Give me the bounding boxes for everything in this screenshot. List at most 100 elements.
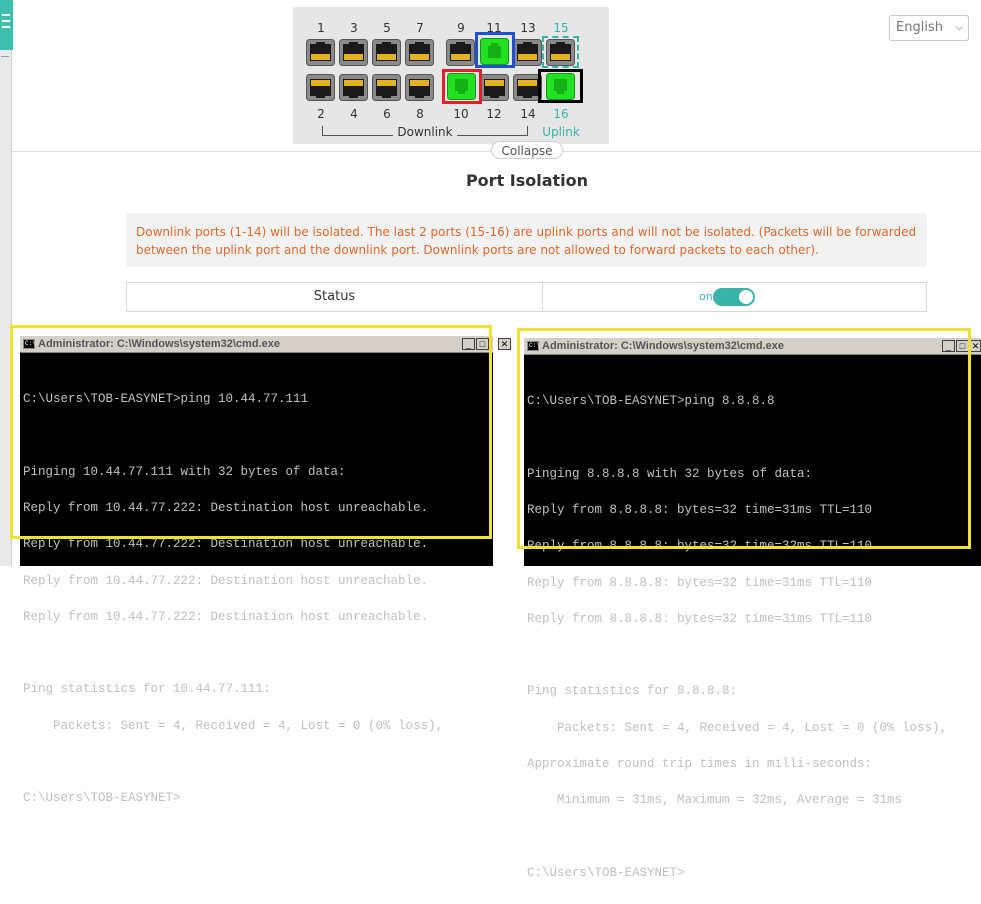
highlight-box-red: [442, 69, 482, 104]
port-11[interactable]: [480, 38, 509, 65]
ethernet-port-icon: [513, 74, 542, 101]
scrollbar-handle[interactable]: [1, 56, 9, 57]
cmd-line: Packets: Sent = 4, Received = 4, Lost = …: [23, 718, 444, 733]
cmd-line: C:\Users\TOB-EASYNET>: [23, 791, 181, 806]
highlight-box-blue: [475, 32, 515, 68]
language-select[interactable]: English ⌵: [889, 15, 969, 41]
ethernet-port-active-icon: [480, 38, 509, 65]
port-number-8: 8: [416, 107, 424, 121]
cmd-line: C:\Users\TOB-EASYNET>: [527, 865, 685, 880]
highlight-box-black: [538, 69, 583, 103]
sidebar-scrollbar[interactable]: [0, 50, 12, 566]
port-number-1: 1: [317, 21, 325, 35]
close-icon[interactable]: ✕: [970, 340, 981, 352]
cmd-line: Minimum = 31ms, Maximum = 32ms, Average …: [527, 793, 903, 808]
status-row-divider: [542, 283, 543, 311]
highlight-box-uplink-dashed: [542, 36, 579, 68]
toggle-knob: [739, 290, 753, 304]
cmd-line: Reply from 10.44.77.222: Destination hos…: [23, 501, 429, 516]
ethernet-port-icon: [339, 39, 368, 66]
port-number-10: 10: [453, 107, 469, 121]
port-number-15: 15: [553, 21, 569, 35]
highlight-frame-left: [10, 325, 492, 539]
port-13[interactable]: [513, 39, 542, 66]
port-10[interactable]: [447, 73, 476, 100]
minimize-button[interactable]: _: [462, 338, 475, 350]
cmd-icon: C:\: [23, 339, 36, 349]
port-1[interactable]: [306, 39, 335, 66]
chevron-down-icon: ⌵: [955, 22, 963, 33]
cmd-line: Reply from 8.8.8.8: bytes=32 time=31ms T…: [527, 575, 873, 590]
cmd-titlebar[interactable]: C:\ Administrator: C:\Windows\system32\c…: [20, 336, 493, 353]
port-6[interactable]: [372, 74, 401, 101]
ethernet-port-icon: [513, 39, 542, 66]
close-icon[interactable]: ✕: [498, 338, 511, 350]
hamburger-icon-bar: [2, 26, 10, 28]
ethernet-port-active-icon: [447, 73, 476, 100]
port-number-7: 7: [416, 21, 424, 35]
cmd-line: Pinging 8.8.8.8 with 32 bytes of data:: [527, 466, 813, 481]
port-16[interactable]: [546, 73, 575, 100]
port-number-6: 6: [383, 107, 391, 121]
port-3[interactable]: [339, 39, 368, 66]
cmd-titlebar[interactable]: C:\ Administrator: C:\Windows\system32\c…: [524, 338, 981, 355]
cmd-line: Approximate round trip times in milli-se…: [527, 757, 873, 771]
menu-toggle-button[interactable]: [0, 0, 13, 50]
hamburger-icon: [2, 14, 10, 16]
cmd-line: Packets: Sent = 4, Received = 4, Lost = …: [527, 720, 948, 735]
cmd-icon: C:\: [527, 341, 540, 351]
cmd-line: Pinging 10.44.77.111 with 32 bytes of da…: [23, 464, 346, 479]
port-7[interactable]: [405, 39, 434, 66]
minimize-button[interactable]: _: [942, 340, 955, 352]
cmd-line: Reply from 8.8.8.8: bytes=32 time=31ms T…: [527, 503, 873, 518]
toggle-state-text: on: [699, 290, 713, 303]
cmd-line: [23, 756, 493, 768]
collapse-button[interactable]: Collapse: [491, 141, 563, 159]
port-8[interactable]: [405, 74, 434, 101]
port-4[interactable]: [339, 74, 368, 101]
ethernet-port-icon: [446, 39, 475, 66]
port-number-14: 14: [520, 107, 536, 121]
cmd-line: Reply from 10.44.77.222: Destination hos…: [23, 609, 429, 624]
cmd-title-text: Administrator: C:\Windows\system32\cmd.e…: [542, 340, 784, 352]
ethernet-port-icon: [306, 39, 335, 66]
language-selected-value: English: [896, 20, 943, 35]
cmd-line: [527, 831, 981, 843]
isolation-notice: Downlink ports (1-14) will be isolated. …: [126, 213, 927, 267]
port-5[interactable]: [372, 39, 401, 66]
ethernet-port-icon: [546, 39, 575, 66]
port-9[interactable]: [446, 39, 475, 66]
cmd-line: Ping statistics for 10.44.77.111:: [23, 682, 271, 697]
port-number-13: 13: [520, 21, 536, 35]
ethernet-port-icon: [306, 74, 335, 101]
ethernet-port-icon: [480, 74, 509, 101]
status-label: Status: [313, 289, 356, 304]
cmd-line: C:\Users\TOB-EASYNET>ping 10.44.77.111: [23, 392, 309, 407]
port-2[interactable]: [306, 74, 335, 101]
port-isolation-toggle[interactable]: [713, 288, 755, 306]
port-14[interactable]: [513, 74, 542, 101]
port-15[interactable]: [546, 39, 575, 66]
ethernet-port-icon: [405, 39, 434, 66]
port-number-5: 5: [383, 21, 391, 35]
maximize-button[interactable]: □: [476, 338, 489, 350]
uplink-label: Uplink: [542, 125, 580, 139]
ethernet-port-active-icon: [546, 73, 575, 100]
hamburger-icon-bar: [2, 20, 10, 22]
cmd-line: [527, 649, 981, 661]
port-number-2: 2: [317, 107, 325, 121]
cmd-line: Ping statistics for 8.8.8.8:: [527, 684, 738, 699]
port-number-11: 11: [486, 21, 502, 35]
cmd-line: [23, 647, 493, 659]
port-number-12: 12: [486, 107, 502, 121]
port-number-4: 4: [350, 107, 358, 121]
ethernet-port-icon: [339, 74, 368, 101]
cmd-title-text: Administrator: C:\Windows\system32\cmd.e…: [38, 338, 280, 350]
highlight-frame-right: [517, 328, 971, 549]
port-12[interactable]: [480, 74, 509, 101]
port-number-3: 3: [350, 21, 358, 35]
ethernet-port-icon: [372, 74, 401, 101]
cmd-line: Reply from 10.44.77.222: Destination hos…: [23, 537, 429, 552]
downlink-label: Downlink: [393, 125, 457, 139]
cmd-line: Reply from 8.8.8.8: bytes=32 time=31ms T…: [527, 611, 873, 626]
